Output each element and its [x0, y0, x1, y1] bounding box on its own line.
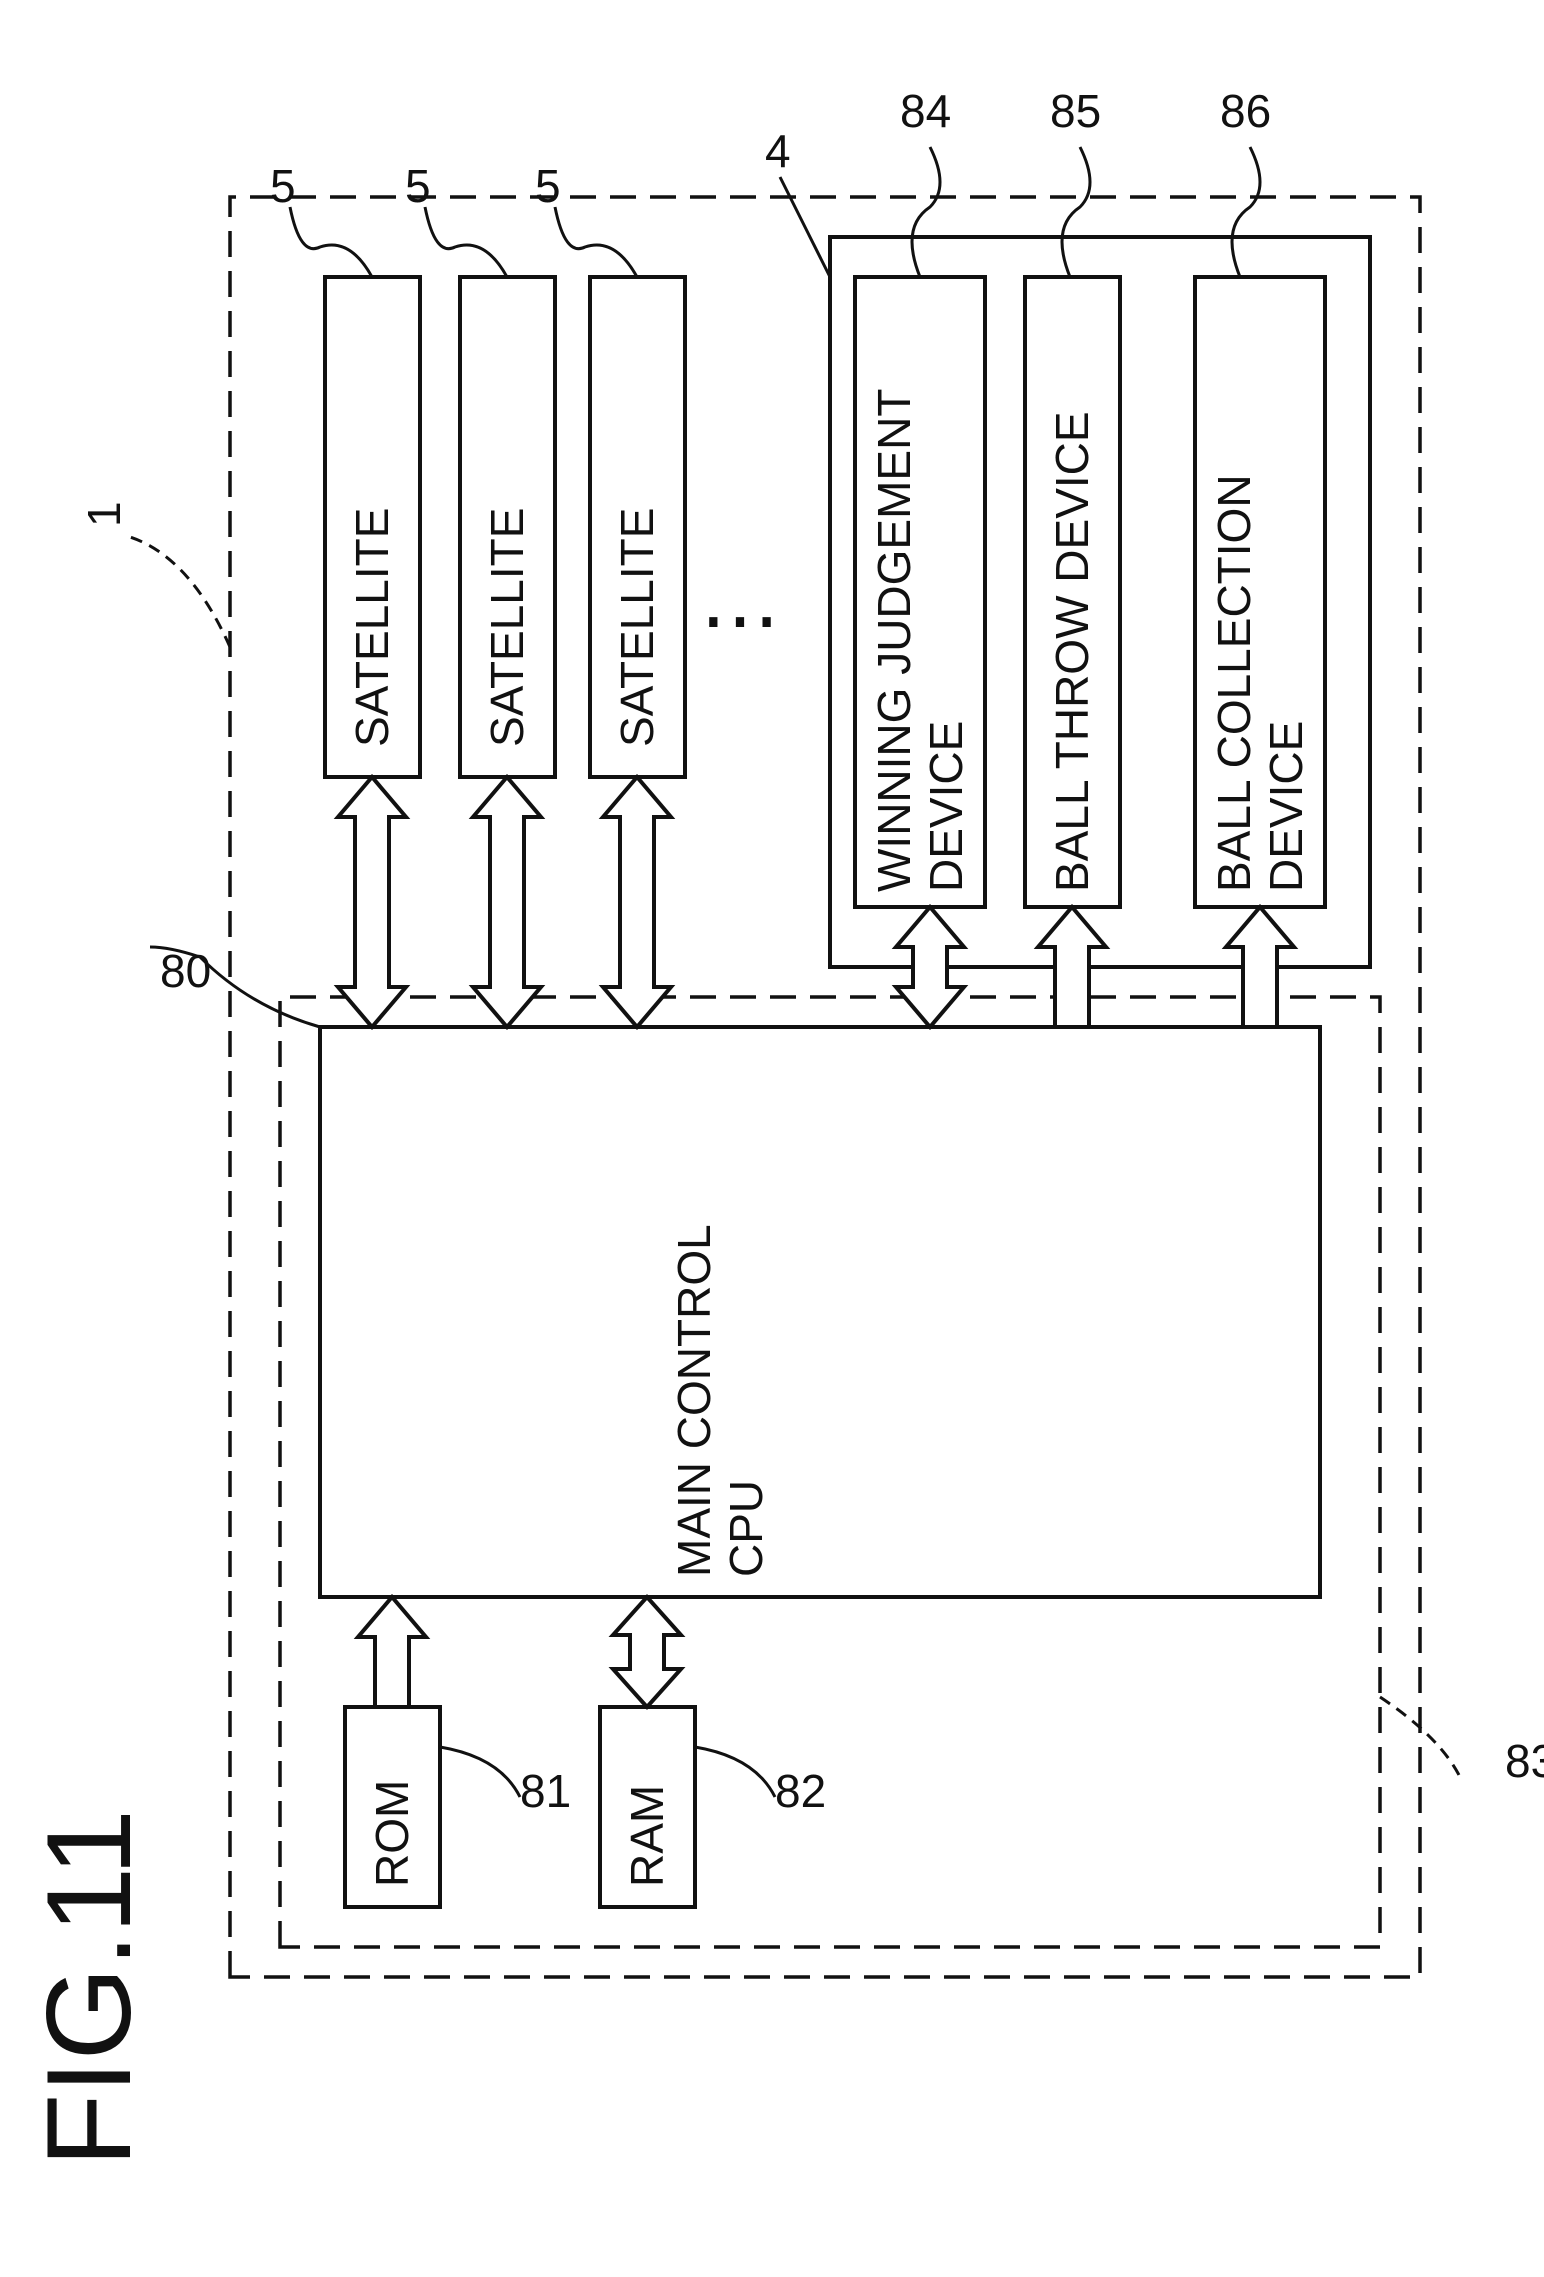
ram-ref-leader: [695, 1747, 775, 1797]
rom-ref-number: 81: [520, 1765, 571, 1817]
rom-to-cpu-arrow: [358, 1597, 426, 1707]
figure-title: FIG.11: [22, 1809, 156, 2167]
satellite-label-3: SATELLITE: [611, 508, 663, 747]
satellite-3-ref-number: 5: [535, 160, 561, 212]
satellite-3-cpu-bidirectional-arrow: [603, 777, 671, 1027]
more-satellites-ellipsis: ⋯: [700, 575, 780, 664]
winning-judgement-device-label: DEVICE: [920, 721, 972, 892]
satellite-1-ref-leader: [290, 207, 372, 277]
rom-label: ROM: [366, 1780, 418, 1887]
satellite-2-ref-number: 5: [405, 160, 431, 212]
ball-throw-label: BALL THROW DEVICE: [1046, 411, 1098, 892]
satellite-label-1: SATELLITE: [346, 508, 398, 747]
main-control-ref-number: 80: [160, 945, 211, 997]
satellite-1-ref-number: 5: [270, 160, 296, 212]
winning-ref-number: 84: [900, 85, 951, 137]
ball-throw-ref-number: 85: [1050, 85, 1101, 137]
ball-collection-device-label: DEVICE: [1260, 721, 1312, 892]
winning-judgement-label: WINNING JUDGEMENT: [868, 389, 920, 892]
satellite-1-cpu-bidirectional-arrow: [338, 777, 406, 1027]
ball-collection-label: BALL COLLECTION: [1208, 474, 1260, 892]
satellite-label-2: SATELLITE: [481, 508, 533, 747]
machine-ref-leader: [130, 537, 230, 647]
satellite-3-ref-leader: [555, 207, 637, 277]
satellite-2-ref-leader: [425, 207, 507, 277]
satellite-2-cpu-bidirectional-arrow: [473, 777, 541, 1027]
unit-ref-leader: [780, 177, 830, 277]
ball-collection-ref-number: 86: [1220, 85, 1271, 137]
main-control-cpu-box: [320, 1027, 1320, 1597]
main-control-cpu-label: CPU: [720, 1480, 772, 1577]
rom-ref-leader: [440, 1747, 520, 1797]
control-board-ref-number: 83: [1505, 1735, 1544, 1787]
ram-cpu-bidirectional-arrow: [613, 1597, 681, 1707]
main-control-label: MAIN CONTROL: [668, 1224, 720, 1577]
ram-label: RAM: [621, 1785, 673, 1887]
ram-ref-number: 82: [775, 1765, 826, 1817]
unit-ref-number: 4: [765, 125, 791, 177]
machine-ref-number: 1: [78, 501, 130, 527]
